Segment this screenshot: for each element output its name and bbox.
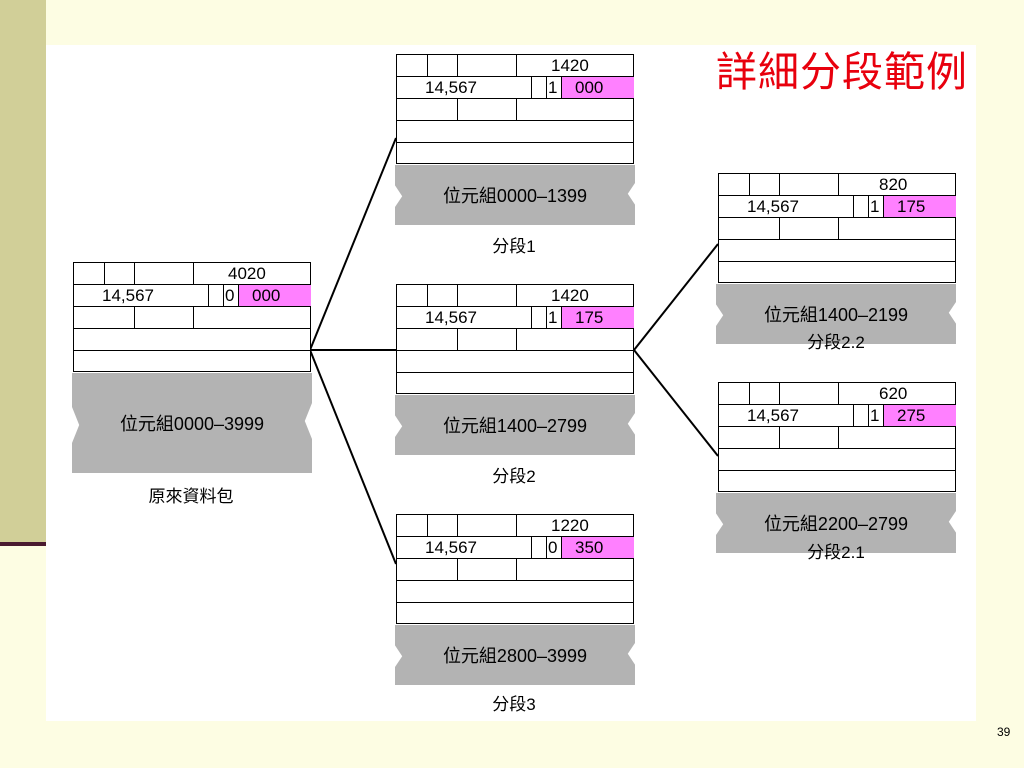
identification-value: 14,567 — [425, 78, 477, 97]
fragment-offset-value: 175 — [897, 197, 926, 216]
more-fragments-flag: 1 — [548, 78, 558, 97]
left-decor-strip — [0, 0, 46, 545]
connector-fragment-2-to-2-2 — [633, 243, 719, 351]
payload-fragment-3: 位元組2800–3999 — [395, 625, 635, 685]
payload-label: 位元組2200–2799 — [763, 514, 909, 534]
identification-value: 14,567 — [425, 538, 477, 557]
packet-header-original: 4020 14,567 0 000 — [73, 262, 311, 372]
fragment-offset-value: 350 — [575, 538, 604, 557]
identification-value: 14,567 — [747, 406, 799, 425]
slide-title: 詳細分段範例 — [716, 48, 968, 96]
payload-fragment-2-1: 位元組2200–2799 — [716, 493, 956, 553]
identification-value: 14,567 — [102, 286, 154, 305]
connector-original-to-fragment-3 — [309, 349, 397, 565]
more-fragments-flag: 1 — [548, 308, 558, 327]
connector-original-to-fragment-1 — [309, 137, 397, 351]
caption-fragment-3: 分段3 — [492, 695, 536, 714]
caption-fragment-2: 分段2 — [492, 467, 536, 486]
more-fragments-flag: 1 — [870, 197, 880, 216]
total-length-value: 1420 — [551, 56, 589, 75]
payload-label: 位元組1400–2199 — [763, 305, 909, 325]
fragment-offset-value: 000 — [575, 78, 604, 97]
caption-fragment-2-2: 分段2.2 — [807, 333, 865, 352]
payload-label: 位元組0000–1399 — [442, 186, 588, 206]
caption-original: 原來資料包 — [148, 487, 234, 506]
payload-fragment-1: 位元組0000–1399 — [395, 165, 635, 225]
left-decor-rule — [0, 542, 50, 546]
total-length-value: 820 — [879, 175, 908, 194]
fragment-offset-value: 275 — [897, 406, 926, 425]
packet-header-fragment-2: 1420 14,567 1 175 — [396, 284, 634, 394]
payload-fragment-2: 位元組1400–2799 — [395, 395, 635, 455]
more-fragments-flag: 0 — [225, 286, 235, 305]
caption-fragment-2-1: 分段2.1 — [807, 543, 865, 562]
page-number: 39 — [997, 725, 1011, 739]
payload-fragment-2-2: 位元組1400–2199 — [716, 284, 956, 344]
more-fragments-flag: 1 — [870, 406, 880, 425]
total-length-value: 1220 — [551, 516, 589, 535]
identification-value: 14,567 — [747, 197, 799, 216]
packet-header-fragment-1: 1420 14,567 1 000 — [396, 54, 634, 164]
fragment-offset-value: 175 — [575, 308, 604, 327]
payload-label: 位元組1400–2799 — [442, 416, 588, 436]
more-fragments-flag: 0 — [548, 538, 558, 557]
fragment-offset-value: 000 — [252, 286, 281, 305]
packet-header-fragment-3: 1220 14,567 0 350 — [396, 514, 634, 624]
payload-label: 位元組2800–3999 — [442, 646, 588, 666]
packet-header-fragment-2-1: 620 14,567 1 275 — [718, 382, 956, 492]
total-length-value: 620 — [879, 384, 908, 403]
total-length-value: 4020 — [228, 264, 266, 283]
caption-fragment-1: 分段1 — [492, 237, 536, 256]
connector-fragment-2-to-2-1 — [633, 349, 719, 457]
packet-header-fragment-2-2: 820 14,567 1 175 — [718, 173, 956, 283]
identification-value: 14,567 — [425, 308, 477, 327]
payload-label: 位元組0000–3999 — [119, 414, 265, 434]
total-length-value: 1420 — [551, 286, 589, 305]
payload-original: 位元組0000–3999 — [72, 373, 312, 473]
